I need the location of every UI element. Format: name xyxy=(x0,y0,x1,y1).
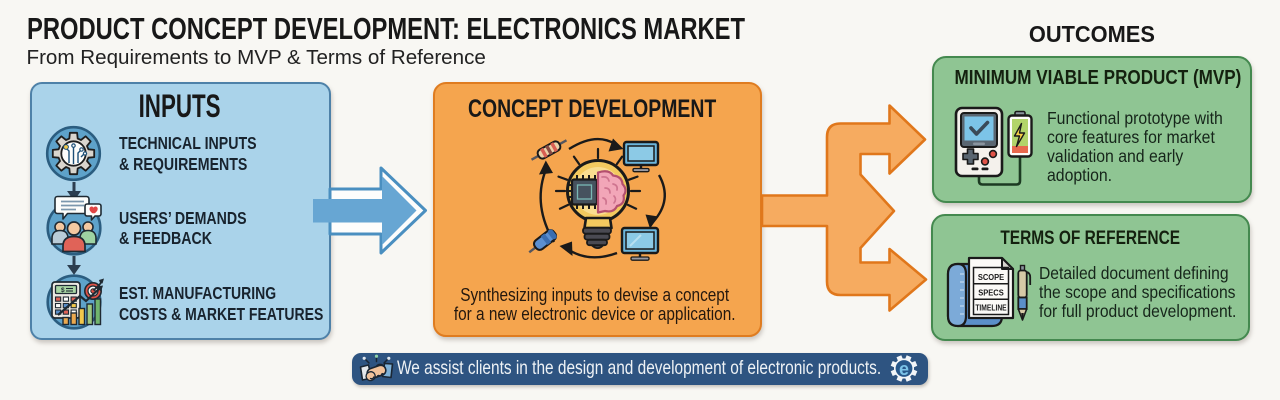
svg-text:SCOPE: SCOPE xyxy=(978,273,1004,282)
svg-text:$: $ xyxy=(61,287,65,294)
svg-text:e: e xyxy=(899,359,909,379)
svg-text:TIMELINE: TIMELINE xyxy=(975,303,1006,313)
svg-text:SPECS: SPECS xyxy=(978,288,1004,297)
